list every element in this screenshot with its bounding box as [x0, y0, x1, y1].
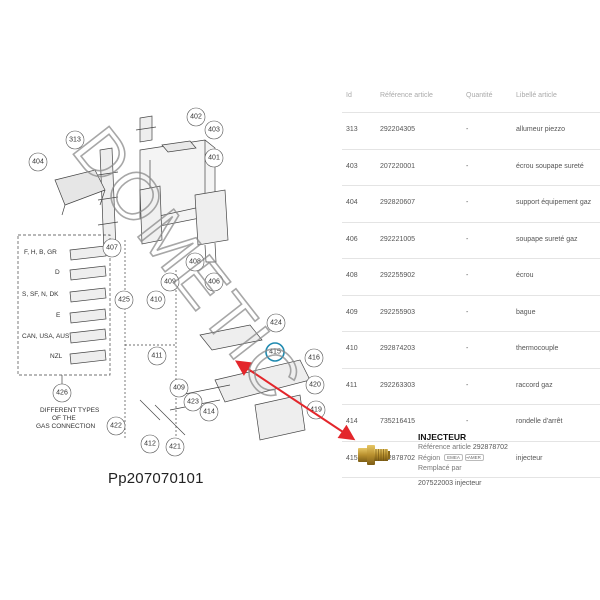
svg-text:410: 410 [150, 297, 162, 304]
gas-type-label: NZL [50, 353, 63, 360]
callout-406[interactable]: 406 [204, 272, 224, 292]
part-detail-card: INJECTEUR Référence article 292878702 Ré… [350, 420, 600, 500]
callout-426[interactable]: 426 [52, 383, 72, 403]
svg-text:426: 426 [56, 390, 68, 397]
callout-402[interactable]: 402 [186, 107, 206, 127]
callout-425[interactable]: 425 [114, 290, 134, 310]
callout-313[interactable]: 313 [65, 130, 85, 150]
callout-412[interactable]: 412 [140, 434, 160, 454]
svg-text:404: 404 [32, 159, 44, 166]
callout-415[interactable]: 415 [265, 342, 285, 362]
svg-text:425: 425 [118, 297, 130, 304]
callout-404[interactable]: 404 [28, 152, 48, 172]
reference-label: Référence article [418, 444, 471, 451]
callout-421[interactable]: 421 [165, 437, 185, 457]
svg-text:421: 421 [169, 444, 181, 451]
gas-type-label: D [55, 269, 60, 276]
svg-text:415: 415 [269, 349, 281, 356]
header-ref: Référence article [380, 92, 433, 99]
part-reference: Référence article 292878702 [418, 444, 508, 451]
callout-422[interactable]: 422 [106, 416, 126, 436]
callout-416[interactable]: 416 [304, 348, 324, 368]
callout-423[interactable]: 423 [183, 392, 203, 412]
header-label: Libellé article [516, 92, 557, 99]
svg-text:424: 424 [270, 320, 282, 327]
svg-text:411: 411 [151, 353, 162, 360]
region-badge: AMER [464, 454, 484, 461]
replacement-link[interactable]: 207522003 injecteur [418, 480, 482, 487]
callout-411[interactable]: 411 [147, 346, 167, 366]
reference-value: 292878702 [472, 444, 508, 451]
callout-410[interactable]: 410 [146, 290, 166, 310]
svg-text:313: 313 [69, 137, 81, 144]
region-label: Région [418, 455, 441, 462]
svg-text:420: 420 [309, 382, 321, 389]
svg-text:403: 403 [208, 127, 220, 134]
callout-408[interactable]: 408 [185, 252, 205, 272]
region-badge: EMEA [444, 454, 463, 461]
gas-caption-line: OF THE [52, 415, 76, 422]
svg-text:406: 406 [208, 279, 220, 286]
svg-text:401: 401 [208, 155, 220, 162]
svg-text:407: 407 [106, 245, 118, 252]
svg-text:412: 412 [144, 441, 156, 448]
part-title: INJECTEUR [418, 432, 467, 442]
gas-type-label: E [56, 312, 61, 319]
table-header: Id Référence article Quantité Libellé ar… [342, 84, 600, 113]
callout-420[interactable]: 420 [305, 375, 325, 395]
callout-414[interactable]: 414 [199, 402, 219, 422]
header-id: Id [346, 92, 352, 99]
svg-text:409: 409 [173, 385, 185, 392]
svg-text:422: 422 [110, 423, 122, 430]
svg-text:409: 409 [164, 279, 176, 286]
callout-403[interactable]: 403 [204, 120, 224, 140]
gas-type-label: S, SF, N, DK [22, 291, 59, 298]
svg-text:419: 419 [310, 407, 322, 414]
svg-text:414: 414 [203, 409, 215, 416]
gas-caption-line: GAS CONNECTION [36, 423, 96, 430]
svg-text:408: 408 [189, 259, 201, 266]
parts-diagram: 402 403 313 401 404 407 425 409 410 408 … [17, 107, 326, 457]
callout-409b[interactable]: 409 [169, 378, 189, 398]
gas-type-label: CAN, USA, AUS [22, 333, 70, 340]
diagram-code: Pp207070101 [108, 470, 204, 487]
gas-caption-line: DIFFERENT TYPES [40, 407, 100, 414]
callout-419[interactable]: 419 [306, 400, 326, 420]
injector-part-image [358, 445, 390, 465]
parts-table: Id Référence article Quantité Libellé ar… [342, 84, 600, 478]
svg-text:402: 402 [190, 114, 202, 121]
header-qty: Quantité [466, 92, 493, 99]
gas-type-labels: F, H, B, GR D S, SF, N, DK E CAN, USA, A… [22, 249, 100, 430]
callout-407[interactable]: 407 [102, 238, 122, 258]
gas-type-label: F, H, B, GR [24, 249, 57, 256]
callout-424[interactable]: 424 [266, 313, 286, 333]
callout-409[interactable]: 409 [160, 272, 180, 292]
callout-401[interactable]: 401 [204, 148, 224, 168]
svg-text:416: 416 [308, 355, 320, 362]
replaced-by-label: Remplacé par [418, 465, 462, 472]
svg-text:423: 423 [187, 399, 199, 406]
